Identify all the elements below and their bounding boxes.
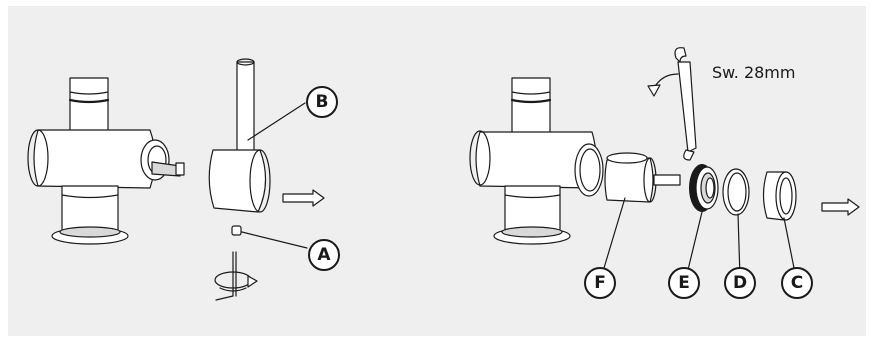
callout-c: C xyxy=(781,267,813,299)
callout-c-label: C xyxy=(791,273,803,293)
leader-line-f xyxy=(600,197,626,279)
lever-handle xyxy=(208,58,271,213)
cap-c xyxy=(762,171,797,221)
callout-e-label: E xyxy=(678,273,690,293)
nut-e xyxy=(689,164,719,212)
callout-f-label: F xyxy=(594,273,606,293)
leader-line-b xyxy=(247,102,306,141)
pull-arrow-left xyxy=(282,189,325,207)
rotate-arrow-icon xyxy=(647,73,679,97)
leader-line-e xyxy=(685,211,703,279)
pull-arrow-right xyxy=(821,198,860,216)
left-faucet-body xyxy=(27,77,185,245)
callout-f: F xyxy=(584,267,616,299)
grub-screw xyxy=(231,225,242,236)
callout-b: B xyxy=(306,86,338,118)
callout-b-label: B xyxy=(316,92,329,112)
wrench-icon xyxy=(674,47,697,161)
callout-d: D xyxy=(724,267,756,299)
callout-d-label: D xyxy=(733,273,747,293)
wrench-size-label: Sw. 28mm xyxy=(712,63,795,82)
leader-line-a xyxy=(241,231,308,249)
callout-a-label: A xyxy=(317,245,331,265)
allen-key-icon xyxy=(214,251,258,301)
cartridge-f xyxy=(604,152,681,203)
callout-e: E xyxy=(668,267,700,299)
right-faucet-body xyxy=(469,77,604,245)
ring-d xyxy=(722,168,750,216)
callout-a: A xyxy=(308,239,340,271)
